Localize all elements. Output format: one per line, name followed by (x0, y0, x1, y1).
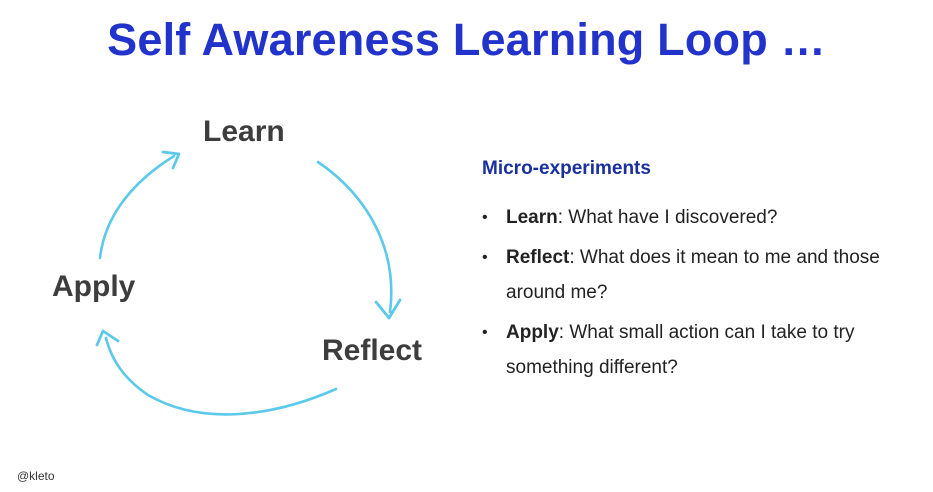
list-item-learn: • Learn: What have I discovered? (482, 200, 922, 235)
bullet-list: • Learn: What have I discovered? • Refle… (482, 200, 922, 385)
bullet-text: : What small action can I take to try so… (506, 322, 855, 378)
arrowhead-reflect-icon (374, 298, 402, 320)
bullet-text: : What have I discovered? (557, 207, 778, 228)
node-reflect: Reflect (322, 334, 423, 367)
arrowhead-apply-icon (95, 329, 120, 347)
arrow-reflect-to-apply (104, 336, 338, 416)
panel-heading: Micro-experiments (482, 158, 651, 179)
bullet-icon: • (482, 249, 488, 266)
arrow-learn-to-reflect (316, 160, 393, 314)
node-apply: Apply (52, 270, 136, 303)
footer-handle: @kleto (17, 469, 55, 483)
bullet-term: Learn (506, 207, 558, 228)
page-title: Self Awareness Learning Loop … (107, 14, 826, 65)
list-item-apply: • Apply: What small action can I take to… (482, 315, 922, 385)
bullet-text: : What does it mean to me and those arou… (506, 247, 880, 303)
arrowhead-learn-icon (161, 150, 181, 170)
node-learn: Learn (203, 115, 285, 148)
arrow-apply-to-learn (98, 154, 176, 260)
bullet-icon: • (482, 324, 488, 341)
bullet-term: Reflect (506, 247, 570, 268)
bullet-term: Apply (506, 322, 559, 343)
micro-experiments-panel: Micro-experiments • Learn: What have I d… (482, 156, 922, 390)
bullet-icon: • (482, 209, 488, 226)
list-item-reflect: • Reflect: What does it mean to me and t… (482, 240, 922, 310)
